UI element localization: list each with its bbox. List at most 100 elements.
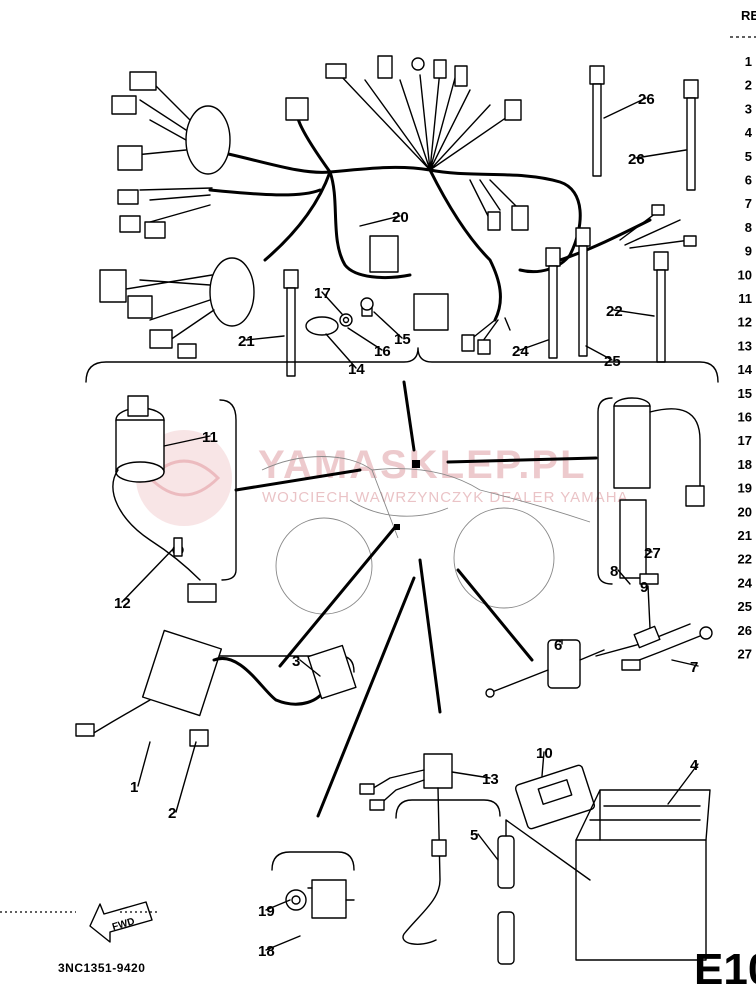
callout-14: 14 [348, 361, 365, 378]
ref-number-9: 9 [745, 244, 752, 259]
ref-number-25: 25 [738, 599, 752, 614]
harness-coupler-bottom-left [99, 257, 255, 359]
ref-number-7: 7 [745, 196, 752, 211]
ref-column-header: RE [741, 8, 756, 23]
callout-12: 12 [114, 595, 131, 612]
callout-labels: 1234567891011121314151617181920212224252… [114, 91, 699, 960]
callout-leader-14 [325, 333, 357, 369]
callout-leader-20 [359, 215, 401, 227]
callout-27: 27 [644, 545, 661, 562]
callout-21: 21 [238, 333, 255, 350]
ref-number-27: 27 [738, 647, 752, 662]
callout-15: 15 [394, 331, 411, 348]
callout-leader-4 [667, 763, 699, 805]
callout-leader-7 [671, 659, 699, 667]
harness-coupler-left [117, 187, 213, 239]
ref-number-12: 12 [738, 315, 752, 330]
watermark: YAMASKLEP.PL WOJCIECH WAWRZYNCZYK DEALER… [136, 430, 629, 526]
ground-terminal-hardware [305, 297, 374, 336]
callout-leader-10 [541, 751, 545, 777]
harness-coupler-top-left [111, 71, 231, 175]
callout-leader-5 [477, 833, 499, 861]
callout-leader-11 [163, 435, 211, 447]
callout-7: 7 [690, 659, 698, 676]
ref-number-24: 24 [738, 575, 753, 590]
callout-leader-26 [603, 97, 647, 119]
reference-column: RE 1234567891011121314151617181920212224… [730, 8, 756, 662]
harness-brace [85, 347, 719, 383]
callout-18: 18 [258, 943, 275, 960]
leader-lines [234, 380, 598, 818]
cable-tie-24 [545, 247, 561, 359]
battery-group [497, 764, 711, 965]
ref-number-20: 20 [738, 504, 752, 519]
callout-leader-12 [121, 547, 175, 603]
callout-leader-26 [635, 149, 687, 159]
callout-25: 25 [604, 353, 621, 370]
callout-leader-1 [137, 741, 151, 787]
callout-10: 10 [536, 745, 553, 762]
ref-number-5: 5 [745, 149, 752, 164]
ref-number-21: 21 [738, 528, 752, 543]
neutral-switch-group [271, 851, 355, 919]
callout-5: 5 [470, 827, 478, 844]
harness-coupler-lower [369, 235, 511, 355]
callout-8: 8 [610, 563, 618, 580]
callout-3: 3 [292, 653, 300, 670]
cable-tie-25 [575, 227, 591, 357]
callout-leader-17 [321, 291, 343, 315]
ref-number-15: 15 [738, 386, 752, 401]
callout-leader-9 [647, 585, 651, 629]
callout-26: 26 [638, 91, 655, 108]
callout-22: 22 [606, 303, 623, 320]
callout-leader-21 [245, 335, 285, 341]
ref-number-22: 22 [738, 552, 752, 567]
ref-number-16: 16 [738, 410, 752, 425]
callout-leader-3 [299, 659, 321, 677]
cable-tie-21 [283, 269, 299, 377]
callout-leader-8 [617, 569, 631, 585]
ref-number-26: 26 [738, 623, 752, 638]
starter-relay-group [359, 753, 501, 945]
ref-number-4: 4 [745, 125, 753, 140]
watermark-title: YAMASKLEP.PL [258, 443, 587, 487]
diode-leads-group [485, 573, 713, 698]
callout-leader-24 [519, 339, 549, 351]
callout-leader-2 [175, 741, 197, 813]
ref-number-13: 13 [738, 338, 752, 353]
callout-leader-13 [451, 771, 491, 779]
main-switch-group [112, 395, 237, 603]
callout-4: 4 [690, 757, 699, 774]
ref-number-11: 11 [738, 291, 752, 306]
callout-26: 26 [628, 151, 645, 168]
wire-harness-group [85, 55, 719, 383]
harness-coupler-right [469, 179, 697, 249]
callout-1: 1 [130, 779, 138, 796]
cable-tie-26a [589, 65, 605, 177]
callout-leader-19 [265, 899, 291, 911]
callout-9: 9 [640, 579, 648, 596]
callout-leader-25 [585, 345, 613, 361]
callout-19: 19 [258, 903, 275, 920]
ref-number-19: 19 [738, 481, 752, 496]
watermark-subtitle: WOJCIECH WAWRZYNCZYK DEALER YAMAHA [262, 489, 629, 506]
ref-number-3: 3 [745, 101, 752, 116]
ref-number-8: 8 [745, 220, 752, 235]
page-code: E10 [694, 945, 756, 992]
ignition-coil-group [75, 629, 357, 747]
callout-6: 6 [554, 637, 562, 654]
callout-16: 16 [374, 343, 391, 360]
harness-coupler-top-center [285, 55, 522, 171]
ref-number-1: 1 [745, 54, 752, 69]
handlebar-switch-group [597, 397, 705, 585]
callout-leader-15 [373, 311, 403, 339]
callout-leader-22 [613, 309, 655, 317]
ref-number-6: 6 [745, 173, 752, 188]
callout-leader-27 [645, 549, 653, 553]
callout-20: 20 [392, 209, 409, 226]
ref-number-2: 2 [745, 78, 752, 93]
ref-number-18: 18 [738, 457, 752, 472]
callout-leader-16 [347, 327, 383, 351]
